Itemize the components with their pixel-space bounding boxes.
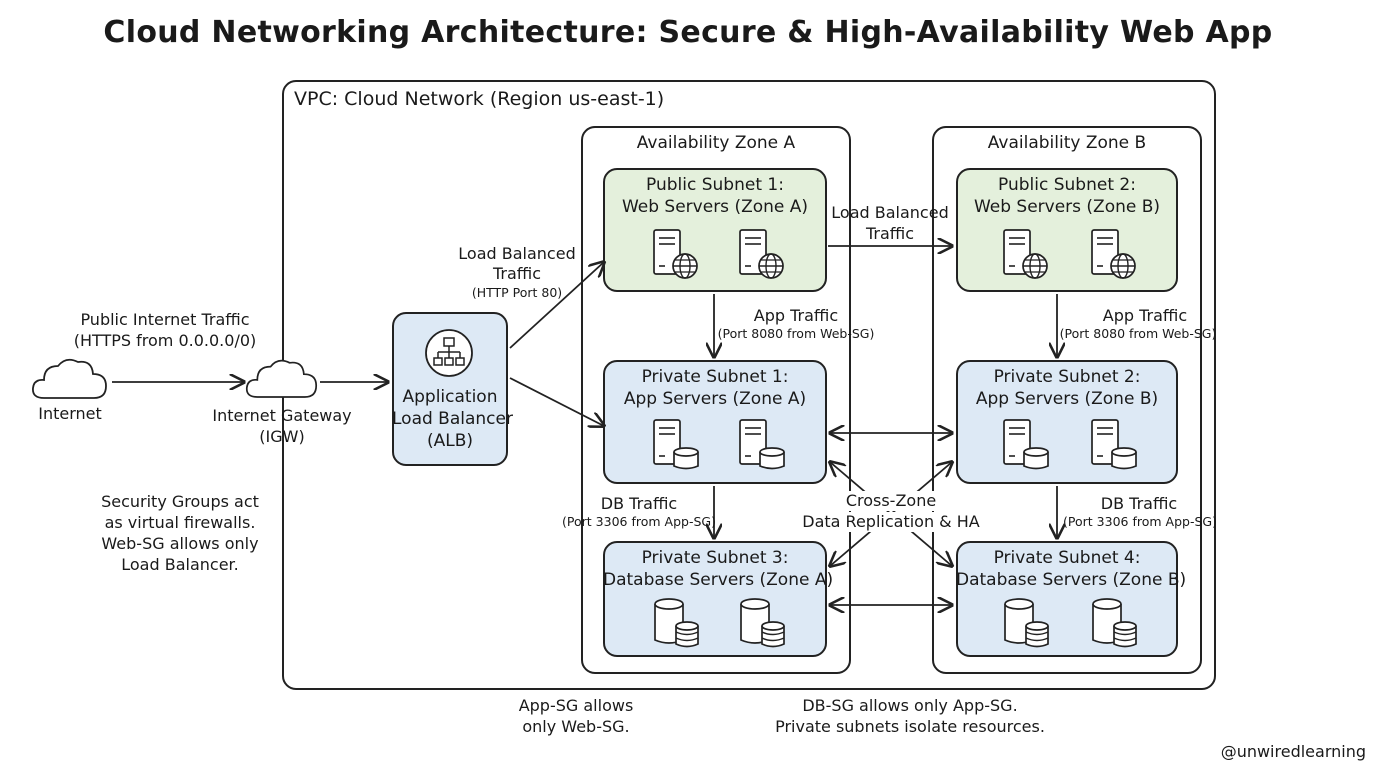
private-subnet-4-subtitle: Database Servers (Zone B) [956, 570, 1187, 590]
public-subnet-2-title: Public Subnet 2: [998, 175, 1136, 195]
db-sg-note-line1: DB-SG allows only App-SG. [802, 696, 1018, 715]
app-server-icon [739, 419, 785, 470]
private-subnet-3 [603, 541, 827, 657]
private-subnet-1-subtitle: App Servers (Zone A) [623, 389, 807, 409]
app-traffic-b-label: App Traffic [1102, 306, 1188, 325]
lb-traffic-cross-label-line2: Traffic [865, 224, 915, 243]
public-subnet-1-title: Public Subnet 1: [646, 175, 784, 195]
app-sg-note-line1: App-SG allows [518, 696, 634, 715]
private-subnet-4 [956, 541, 1178, 657]
app-traffic-a-detail: (Port 8080 from Web-SG) [717, 326, 875, 341]
private-subnet-1-title: Private Subnet 1: [641, 367, 789, 387]
lb-traffic-alb-label-line2: Traffic [492, 264, 542, 283]
availability-zone-b [932, 126, 1202, 674]
watermark: @unwiredlearning [1220, 742, 1366, 761]
app-traffic-b-detail: (Port 8080 from Web-SG) [1059, 326, 1217, 341]
db-traffic-a-label: DB Traffic [600, 494, 678, 513]
private-subnet-2-subtitle: App Servers (Zone B) [975, 389, 1159, 409]
internet-cloud-icon [32, 358, 107, 399]
private-subnet-2-title: Private Subnet 2: [993, 367, 1141, 387]
app-traffic-a-label: App Traffic [753, 306, 839, 325]
availability-zone-a-label: Availability Zone A [636, 133, 796, 153]
web-server-icon [739, 229, 784, 279]
private-subnet-4-title: Private Subnet 4: [993, 548, 1141, 568]
security-groups-note-line2: as virtual firewalls. [104, 513, 256, 532]
db-traffic-a-detail: (Port 3306 from App-SG) [562, 514, 716, 529]
arrow-alb-to-public-subnet-1 [509, 262, 604, 349]
app-server-icon [1003, 419, 1049, 470]
load-balancer-icon [425, 329, 473, 377]
private-subnet-2 [956, 360, 1178, 484]
diagram-title: Cloud Networking Architecture: Secure & … [103, 15, 1273, 50]
security-groups-note-line1: Security Groups act [101, 492, 259, 511]
replication-label-line2: Data Replication & HA [800, 512, 982, 532]
app-sg-note-line2: only Web-SG. [522, 717, 630, 736]
igw-label-line2: (IGW) [259, 427, 305, 446]
alb-label-line3: (ALB) [426, 431, 474, 451]
availability-zone-b-label: Availability Zone B [987, 133, 1147, 153]
public-subnet-1-subtitle: Web Servers (Zone A) [621, 197, 809, 217]
private-subnet-1 [603, 360, 827, 484]
public-subnet-1 [603, 168, 827, 292]
arrow-alb-to-private-subnet-1 [509, 377, 604, 426]
internet-label: Internet [38, 404, 102, 423]
alb-label-line1: Application [402, 387, 498, 407]
internet-gateway-cloud-icon [245, 359, 318, 398]
web-server-icon [1003, 229, 1048, 279]
availability-zone-a [581, 126, 851, 674]
database-icon [654, 598, 699, 648]
replication-label-line1: Cross-Zone [800, 491, 982, 511]
lb-traffic-alb-detail: (HTTP Port 80) [471, 285, 563, 300]
database-icon [1004, 598, 1049, 648]
app-server-icon [1091, 419, 1137, 470]
lb-traffic-alb-label-line1: Load Balanced [458, 244, 576, 263]
alb-label-line2: Load Balancer [392, 409, 513, 429]
vpc-label: VPC: Cloud Network (Region us-east-1) [294, 88, 665, 110]
security-groups-note-line3: Web-SG allows only [101, 534, 259, 553]
public-subnet-2 [956, 168, 1178, 292]
public-subnet-2-subtitle: Web Servers (Zone B) [973, 197, 1161, 217]
web-server-icon [653, 229, 698, 279]
db-traffic-b-detail: (Port 3306 from App-SG) [1063, 514, 1217, 529]
lb-traffic-cross-label-line1: Load Balanced [831, 203, 949, 222]
db-traffic-b-label: DB Traffic [1100, 494, 1178, 513]
private-subnet-3-title: Private Subnet 3: [641, 548, 789, 568]
database-icon [740, 598, 785, 648]
public-traffic-label-line2: (HTTPS from 0.0.0.0/0) [73, 331, 257, 350]
security-groups-note-line4: Load Balancer. [121, 555, 239, 574]
igw-label-line1: Internet Gateway [212, 406, 352, 425]
public-traffic-label-line1: Public Internet Traffic [80, 310, 250, 329]
private-subnet-3-subtitle: Database Servers (Zone A) [603, 570, 834, 590]
app-server-icon [653, 419, 699, 470]
web-server-icon [1091, 229, 1136, 279]
db-sg-note-line2: Private subnets isolate resources. [775, 717, 1045, 736]
database-icon [1092, 598, 1137, 648]
